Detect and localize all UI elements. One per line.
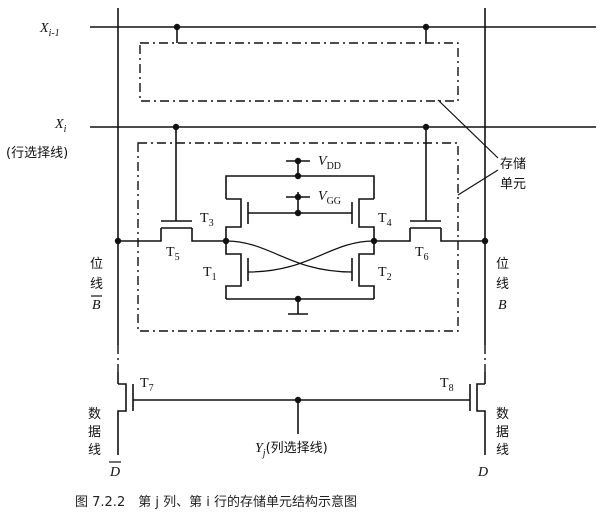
node-dot	[481, 237, 489, 245]
node-dot	[294, 193, 302, 201]
t1-drain	[225, 241, 242, 258]
bitline-left-label-2: 线	[90, 277, 103, 292]
node-dot	[422, 123, 430, 131]
cell-label-leader-upper	[437, 99, 499, 159]
dataline-right-label-3: 线	[496, 443, 509, 458]
bitline-left-label-1: 位	[90, 257, 103, 272]
label-t1: T1	[203, 265, 217, 283]
t3-drain	[226, 198, 242, 202]
label-t8: T8	[440, 376, 454, 394]
bitline-right-symbol: B	[498, 298, 507, 313]
node-dot	[294, 172, 302, 180]
t7-source	[117, 383, 127, 455]
t4-source	[358, 224, 375, 241]
t6-source-drain	[440, 228, 485, 242]
t5-to-node-a	[191, 228, 226, 242]
cross-couple-b	[247, 240, 375, 273]
label-t3: T3	[200, 211, 214, 229]
storage-cell-label-line2: 单元	[500, 177, 526, 192]
t2-drain	[358, 241, 375, 258]
dataline-left-label-3: 线	[88, 443, 101, 458]
row-select-label: (行选择线)	[6, 146, 68, 161]
cross-couple-a	[225, 240, 353, 273]
dataline-left-label-2: 据	[88, 425, 101, 440]
t5-source-drain	[118, 228, 162, 242]
figure-caption: 图 7.2.2 第 j 列、第 i 行的存储单元结构示意图	[75, 494, 357, 510]
column-select-label: Yj(列选择线)	[255, 441, 328, 459]
vdd-label: VDD	[318, 154, 341, 172]
node-dot	[294, 396, 302, 404]
t3-source	[225, 224, 242, 241]
label-t5: T5	[166, 245, 180, 263]
label-t7: T7	[140, 376, 154, 394]
node-dot	[294, 209, 302, 217]
bitline-right-label-2: 线	[496, 277, 509, 292]
dataline-left-symbol: D	[109, 465, 120, 480]
row-label-x-i: Xi	[54, 117, 67, 135]
dataline-right-label-2: 据	[496, 425, 509, 440]
cell-label-leader-lower	[457, 169, 499, 196]
t8-source	[476, 383, 486, 455]
node-dot	[173, 23, 181, 31]
node-dot	[114, 237, 122, 245]
t6-to-node-b	[374, 228, 411, 242]
label-t6: T6	[415, 245, 429, 263]
vgg-label: VGG	[318, 189, 341, 207]
t1-source	[225, 281, 242, 299]
label-t4: T4	[378, 211, 392, 229]
node-dot	[422, 23, 430, 31]
bitline-left-symbol: B	[92, 298, 101, 313]
storage-cell-label-line1: 存储	[500, 157, 526, 172]
bitline-right-label-1: 位	[496, 257, 509, 272]
dataline-right-label-1: 数	[496, 407, 509, 422]
t4-drain	[358, 198, 374, 202]
row-label-x-i-minus-1: Xi-1	[39, 21, 60, 39]
node-dot	[172, 123, 180, 131]
label-t2: T2	[378, 265, 392, 283]
t2-source	[358, 281, 375, 299]
storage-cell-prev-row	[139, 42, 459, 102]
dataline-left-label-1: 数	[88, 407, 101, 422]
storage-cell-current	[137, 142, 459, 332]
dataline-right-symbol: D	[477, 465, 488, 480]
node-dot	[294, 157, 302, 165]
